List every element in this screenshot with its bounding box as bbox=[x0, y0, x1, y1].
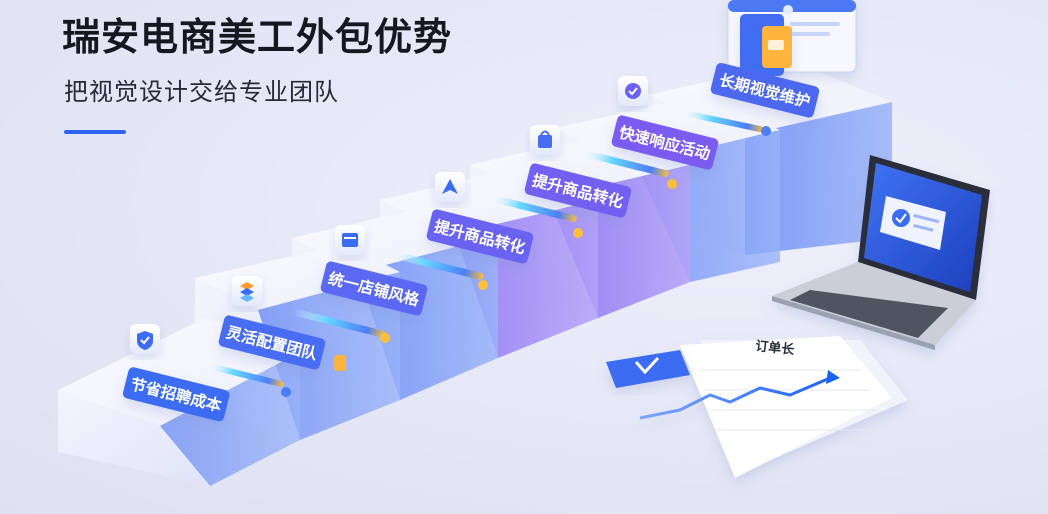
arrow-up-icon bbox=[435, 172, 465, 202]
progress-glow-bars bbox=[206, 109, 771, 397]
small-orange-tag-icon bbox=[334, 355, 346, 371]
shield-check-icon bbox=[130, 324, 160, 354]
blue-check-tile bbox=[606, 350, 690, 388]
layers-icon bbox=[232, 276, 262, 306]
page-title: 瑞安电商美工外包优势 bbox=[62, 15, 453, 59]
report-document: 订单长 bbox=[639, 336, 908, 478]
page-subtitle: 把视觉设计交给专业团队 bbox=[64, 78, 339, 106]
badge-check-icon bbox=[618, 76, 648, 106]
title-accent-bar bbox=[64, 130, 126, 134]
blue-panel-card bbox=[740, 14, 792, 76]
trend-line bbox=[639, 376, 831, 420]
chart-gridlines bbox=[700, 369, 875, 431]
window-icon bbox=[335, 225, 365, 255]
laptop-illustration bbox=[772, 155, 990, 350]
document-title: 订单长 bbox=[755, 338, 796, 358]
shopping-bag-icon bbox=[530, 125, 560, 155]
